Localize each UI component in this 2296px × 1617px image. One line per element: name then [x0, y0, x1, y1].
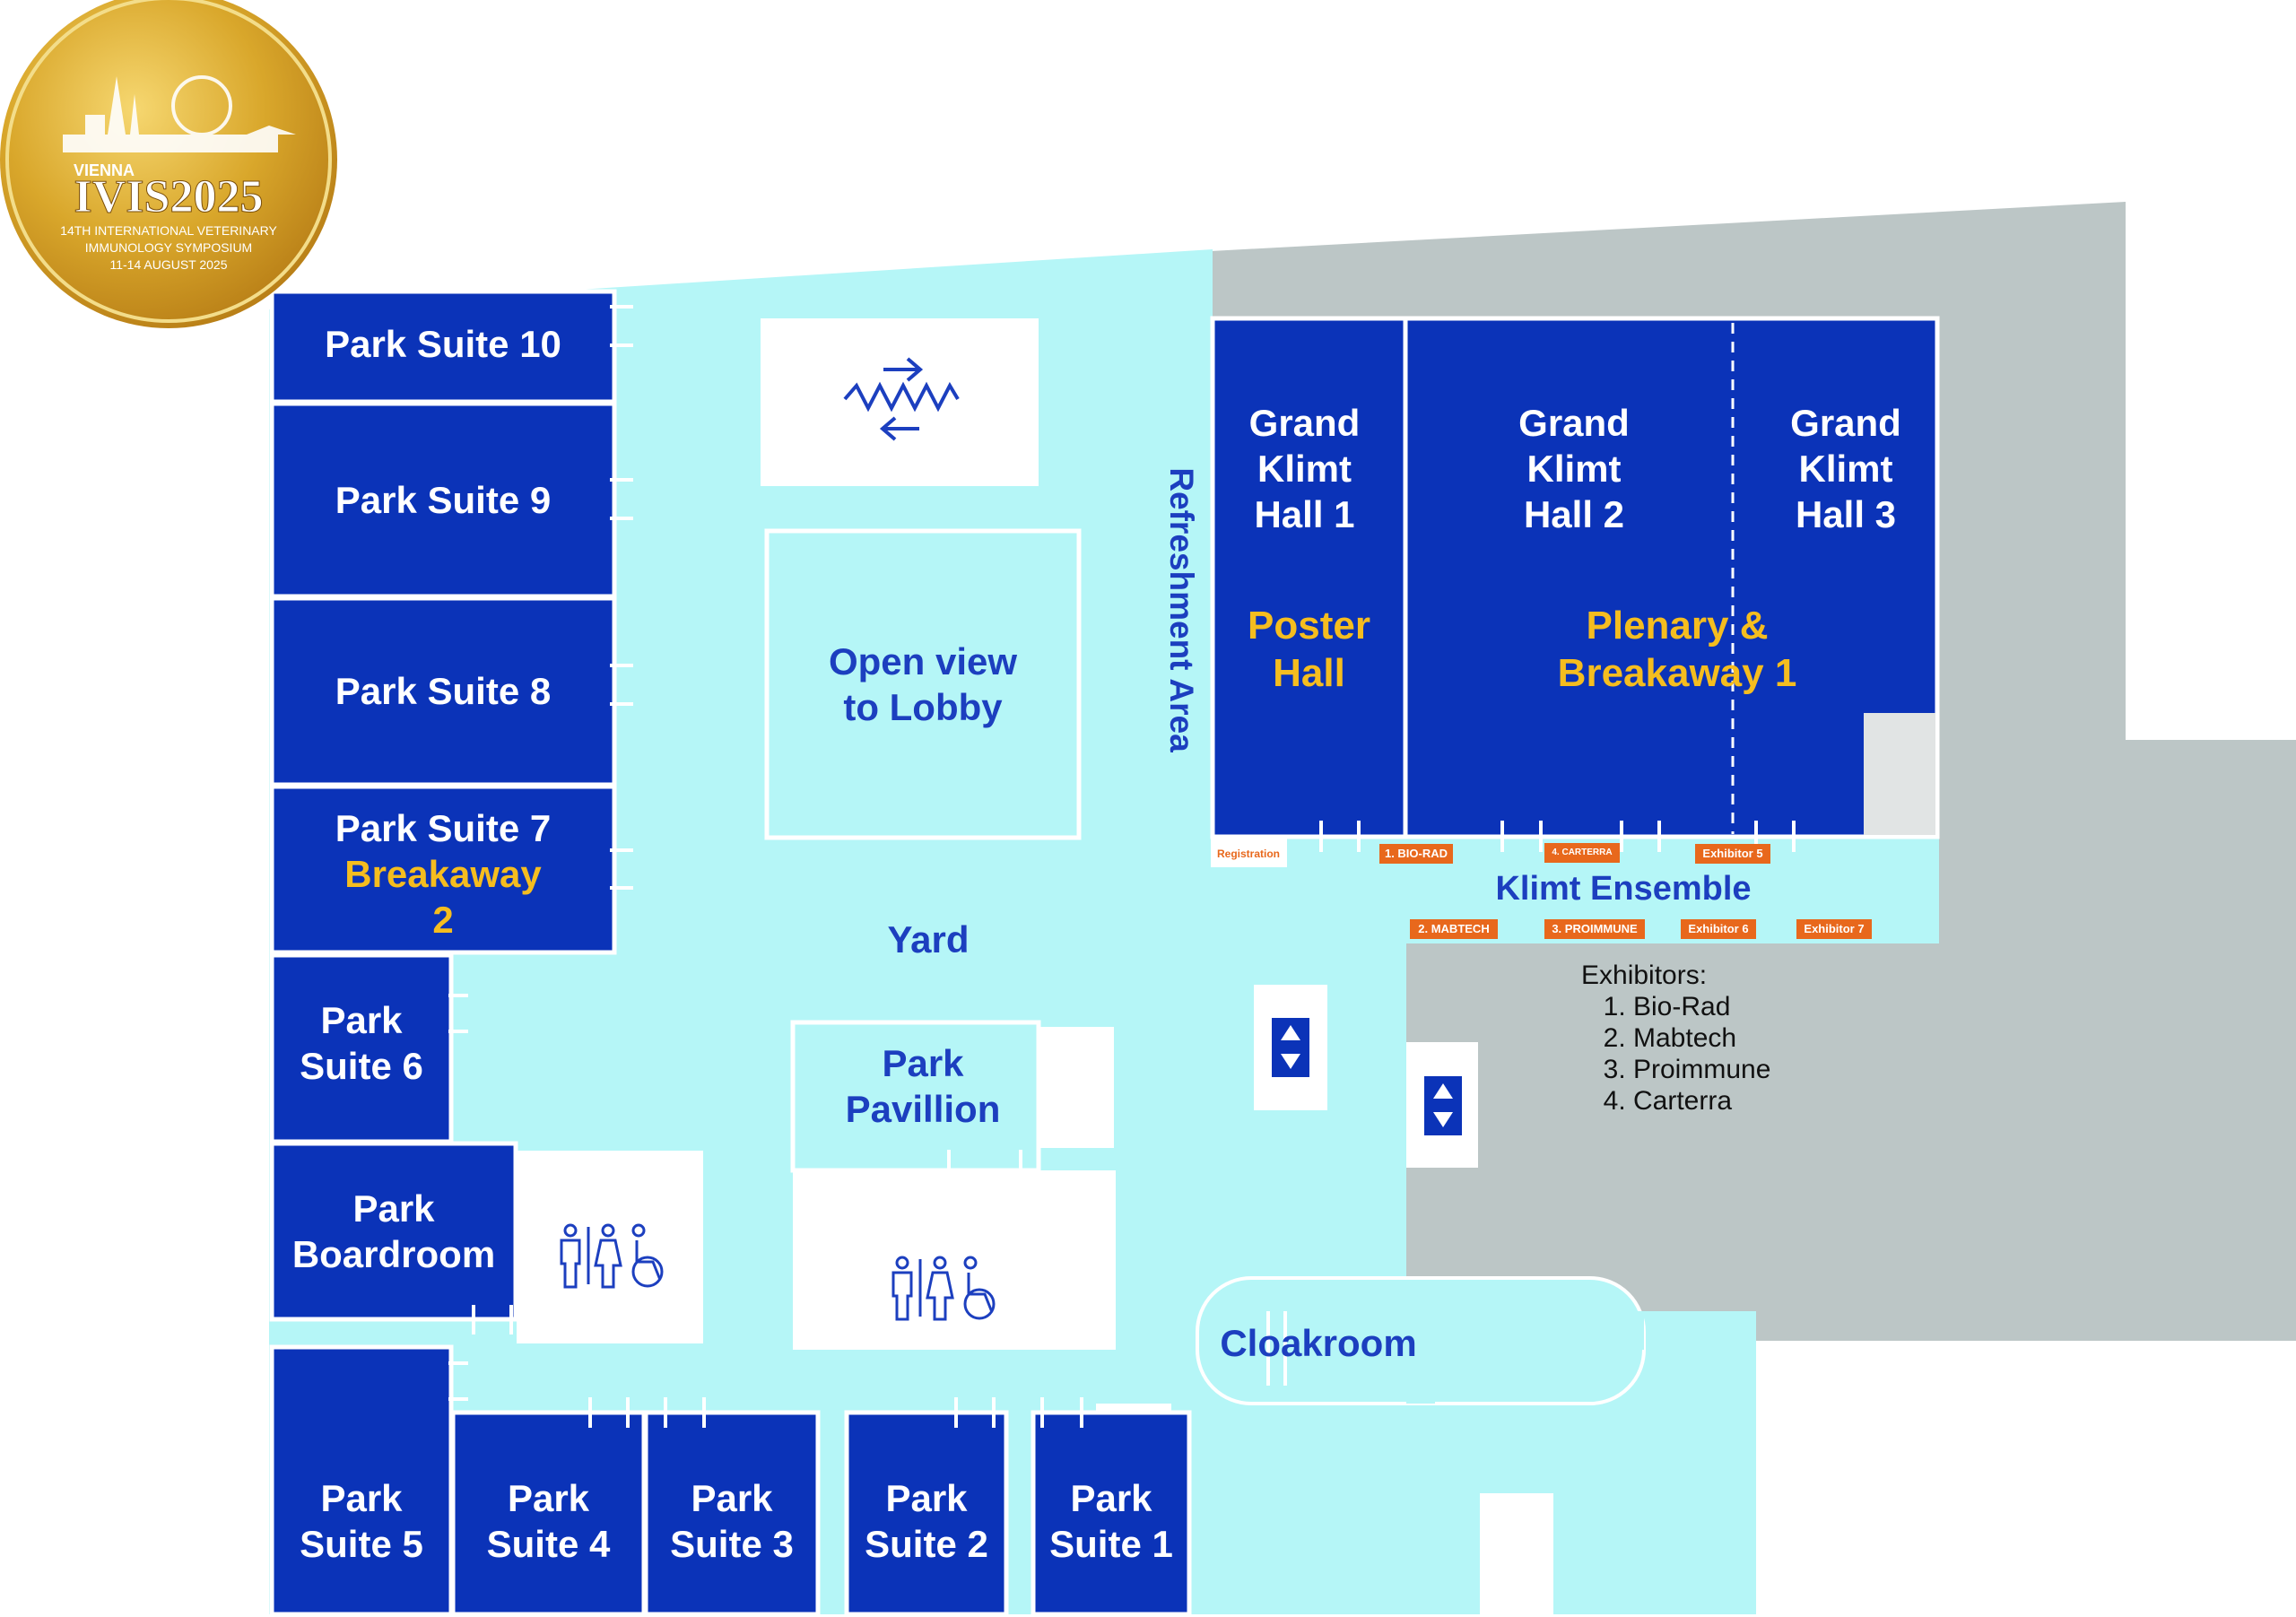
- area-label-line: Open view: [828, 640, 1018, 682]
- room-label-line: Suite 1: [1049, 1523, 1173, 1566]
- svg-text:IMMUNOLOGY SYMPOSIUM: IMMUNOLOGY SYMPOSIUM: [85, 240, 252, 255]
- wheelchair-icon: [631, 1223, 664, 1288]
- booth-carterra: 4. CARTERRA: [1544, 843, 1620, 863]
- room-park-suite-1: Park Suite 1: [1033, 1475, 1189, 1567]
- booth-exhibitor-6: Exhibitor 6: [1681, 919, 1756, 939]
- room-label-line: Hall: [1273, 650, 1345, 695]
- wheelchair-icon: [963, 1256, 996, 1320]
- room-label-line: Boardroom: [291, 1233, 496, 1276]
- breakaway-2-number: 2: [432, 899, 454, 942]
- room-park-suite-7-label: Park Suite 7: [335, 807, 552, 849]
- room-grand-klimt-hall-2: Grand Klimt Hall 2: [1484, 400, 1664, 538]
- room-label-line: Park: [320, 999, 403, 1041]
- room-park-suite-2: Park Suite 2: [847, 1475, 1006, 1567]
- room-label-line: Hall 2: [1523, 493, 1625, 536]
- room-label-line: Breakaway 1: [1557, 650, 1797, 695]
- area-label-line: Pavillion: [845, 1088, 1001, 1131]
- doors: [448, 305, 1796, 1428]
- yard-label: Yard: [887, 918, 970, 961]
- exhibitors-title: Exhibitors:: [1581, 961, 1708, 990]
- meeting-rooms: [269, 289, 1940, 1617]
- poster-hall-label: Poster Hall: [1213, 603, 1405, 698]
- room-label-line: Klimt: [1526, 448, 1622, 491]
- area-label-line: Park: [882, 1042, 964, 1084]
- elevator-icon: [1424, 1076, 1462, 1135]
- cloakroom-label: Cloakroom: [1220, 1322, 1417, 1364]
- plenary-breakaway-1-label: Plenary & Breakaway 1: [1484, 603, 1870, 698]
- room-label-line: Grand: [1790, 402, 1901, 444]
- room-park-suite-3: Park Suite 3: [646, 1475, 818, 1567]
- room-park-suite-10: Park Suite 10: [325, 323, 561, 365]
- room-label-line: Park: [320, 1477, 403, 1519]
- svg-text:11-14 AUGUST 2025: 11-14 AUGUST 2025: [109, 257, 227, 272]
- room-label-line: Park: [691, 1477, 773, 1519]
- room-label-line: Hall 3: [1795, 493, 1897, 536]
- area-label-line: to Lobby: [843, 686, 1003, 729]
- breakaway-2-label: Breakaway: [344, 853, 542, 896]
- room-park-suite-4: Park Suite 4: [453, 1475, 644, 1567]
- room-grand-klimt-hall-3: Grand Klimt Hall 3: [1756, 400, 1935, 538]
- room-label-line: Grand: [1518, 402, 1630, 444]
- room-park-suite-6: Park Suite 6: [272, 997, 451, 1089]
- room-label-line: Park: [1070, 1477, 1152, 1519]
- stairs-icon: [843, 357, 960, 441]
- room-label-line: Grand: [1248, 402, 1361, 444]
- klimt-ensemble-label: Klimt Ensemble: [1495, 870, 1752, 908]
- room-park-suite-8: Park Suite 8: [335, 670, 552, 712]
- exhibitor-item: Carterra: [1633, 1085, 1770, 1117]
- refreshment-area-label: Refreshment Area: [1163, 467, 1200, 752]
- room-park-suite-5: Park Suite 5: [272, 1475, 451, 1567]
- exhibitor-item: Proimmune: [1633, 1054, 1770, 1085]
- svg-text:14TH INTERNATIONAL VETERINARY: 14TH INTERNATIONAL VETERINARY: [60, 223, 277, 238]
- room-label-line: Suite 4: [486, 1523, 611, 1566]
- room-label-line: Plenary &: [1586, 604, 1769, 648]
- room-label-line: Park: [885, 1477, 968, 1519]
- logo-seal: VIENNA IVIS2025 14TH INTERNATIONAL VETER…: [0, 0, 337, 328]
- exhibitor-item: Mabtech: [1633, 1022, 1770, 1054]
- svg-text:VIENNA: VIENNA: [74, 161, 135, 179]
- booth-bio-rad: 1. BIO-RAD: [1379, 844, 1453, 864]
- exhibitor-item: Bio-Rad: [1633, 991, 1770, 1022]
- restroom-icon: [891, 1256, 954, 1321]
- room-label-line: Hall 1: [1254, 493, 1355, 536]
- restroom-icon: [560, 1223, 622, 1289]
- room-label-line: Suite 5: [300, 1523, 423, 1566]
- booth-proimmune: 3. PROIMMUNE: [1544, 919, 1645, 939]
- elevator-icon: [1272, 1018, 1309, 1077]
- exhibitors-legend: Exhibitors: Bio-Rad Mabtech Proimmune Ca…: [1581, 960, 1770, 1117]
- booth-exhibitor-5: Exhibitor 5: [1695, 844, 1770, 864]
- room-label-line: Suite 6: [300, 1045, 423, 1088]
- room-park-suite-7: Park Suite 7 Breakaway 2: [272, 805, 614, 943]
- open-view-to-lobby-label: Open view to Lobby: [767, 639, 1079, 730]
- booth-mabtech: 2. MABTECH: [1410, 919, 1498, 939]
- booth-registration: Registration: [1213, 844, 1284, 864]
- svg-text:IVIS2025: IVIS2025: [74, 171, 264, 222]
- room-park-boardroom: Park Boardroom: [272, 1186, 516, 1277]
- structural-blocks: [517, 318, 1937, 1614]
- room-label-line: Park: [352, 1187, 435, 1230]
- room-grand-klimt-hall-1: Grand Klimt Hall 1: [1213, 400, 1396, 538]
- booth-exhibitor-7: Exhibitor 7: [1796, 919, 1872, 939]
- room-label-line: Suite 2: [865, 1523, 988, 1566]
- room-label-line: Suite 3: [670, 1523, 794, 1566]
- park-pavillion-label: Park Pavillion: [793, 1040, 1053, 1132]
- room-label-line: Poster: [1248, 604, 1370, 648]
- room-label-line: Klimt: [1798, 448, 1893, 491]
- room-label-line: Park: [507, 1477, 590, 1519]
- room-park-suite-9: Park Suite 9: [335, 479, 552, 521]
- room-label-line: Klimt: [1257, 448, 1352, 491]
